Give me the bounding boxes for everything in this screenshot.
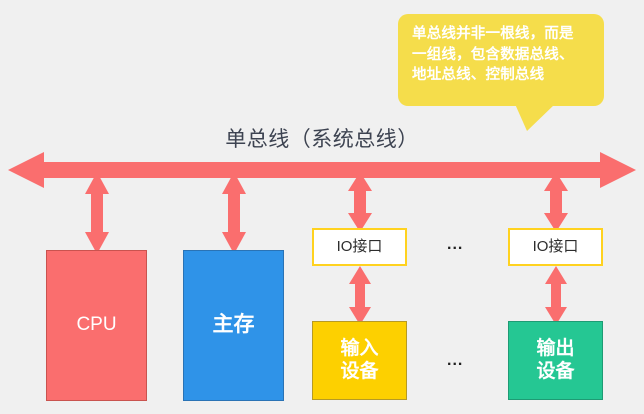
connector-bus-to-cpu	[85, 172, 109, 254]
callout-bubble: 单总线并非一根线，而是 一组线，包含数据总线、 地址总线、控制总线	[398, 14, 604, 106]
node-io-interface-1-label: IO接口	[336, 238, 383, 256]
node-cpu-label: CPU	[76, 314, 117, 336]
node-cpu[interactable]: CPU	[46, 250, 147, 401]
ellipsis-devices: ...	[447, 352, 464, 369]
node-io-interface-2[interactable]: IO接口	[508, 228, 603, 266]
connector-bus-to-io2	[544, 172, 568, 232]
node-io-interface-1[interactable]: IO接口	[312, 228, 407, 266]
node-main-memory-label: 主存	[212, 313, 255, 337]
node-input-device[interactable]: 输入 设备	[312, 321, 407, 400]
connector-io1-to-input-device	[349, 266, 371, 325]
callout-text: 单总线并非一根线，而是 一组线，包含数据总线、 地址总线、控制总线	[412, 26, 574, 84]
callout-tail-pointer	[515, 104, 555, 131]
connector-bus-to-memory	[222, 172, 246, 254]
node-main-memory[interactable]: 主存	[183, 250, 284, 401]
bus-title: 单总线（系统总线）	[225, 128, 419, 151]
node-output-device[interactable]: 输出 设备	[508, 321, 603, 400]
connector-bus-to-io1	[348, 172, 372, 232]
node-output-device-label: 输出 设备	[536, 338, 575, 382]
node-io-interface-2-label: IO接口	[532, 238, 579, 256]
ellipsis-io-interfaces: ...	[447, 236, 464, 253]
node-input-device-label: 输入 设备	[340, 338, 379, 382]
system-bus-arrow	[8, 152, 636, 188]
connector-io2-to-output-device	[545, 266, 567, 325]
